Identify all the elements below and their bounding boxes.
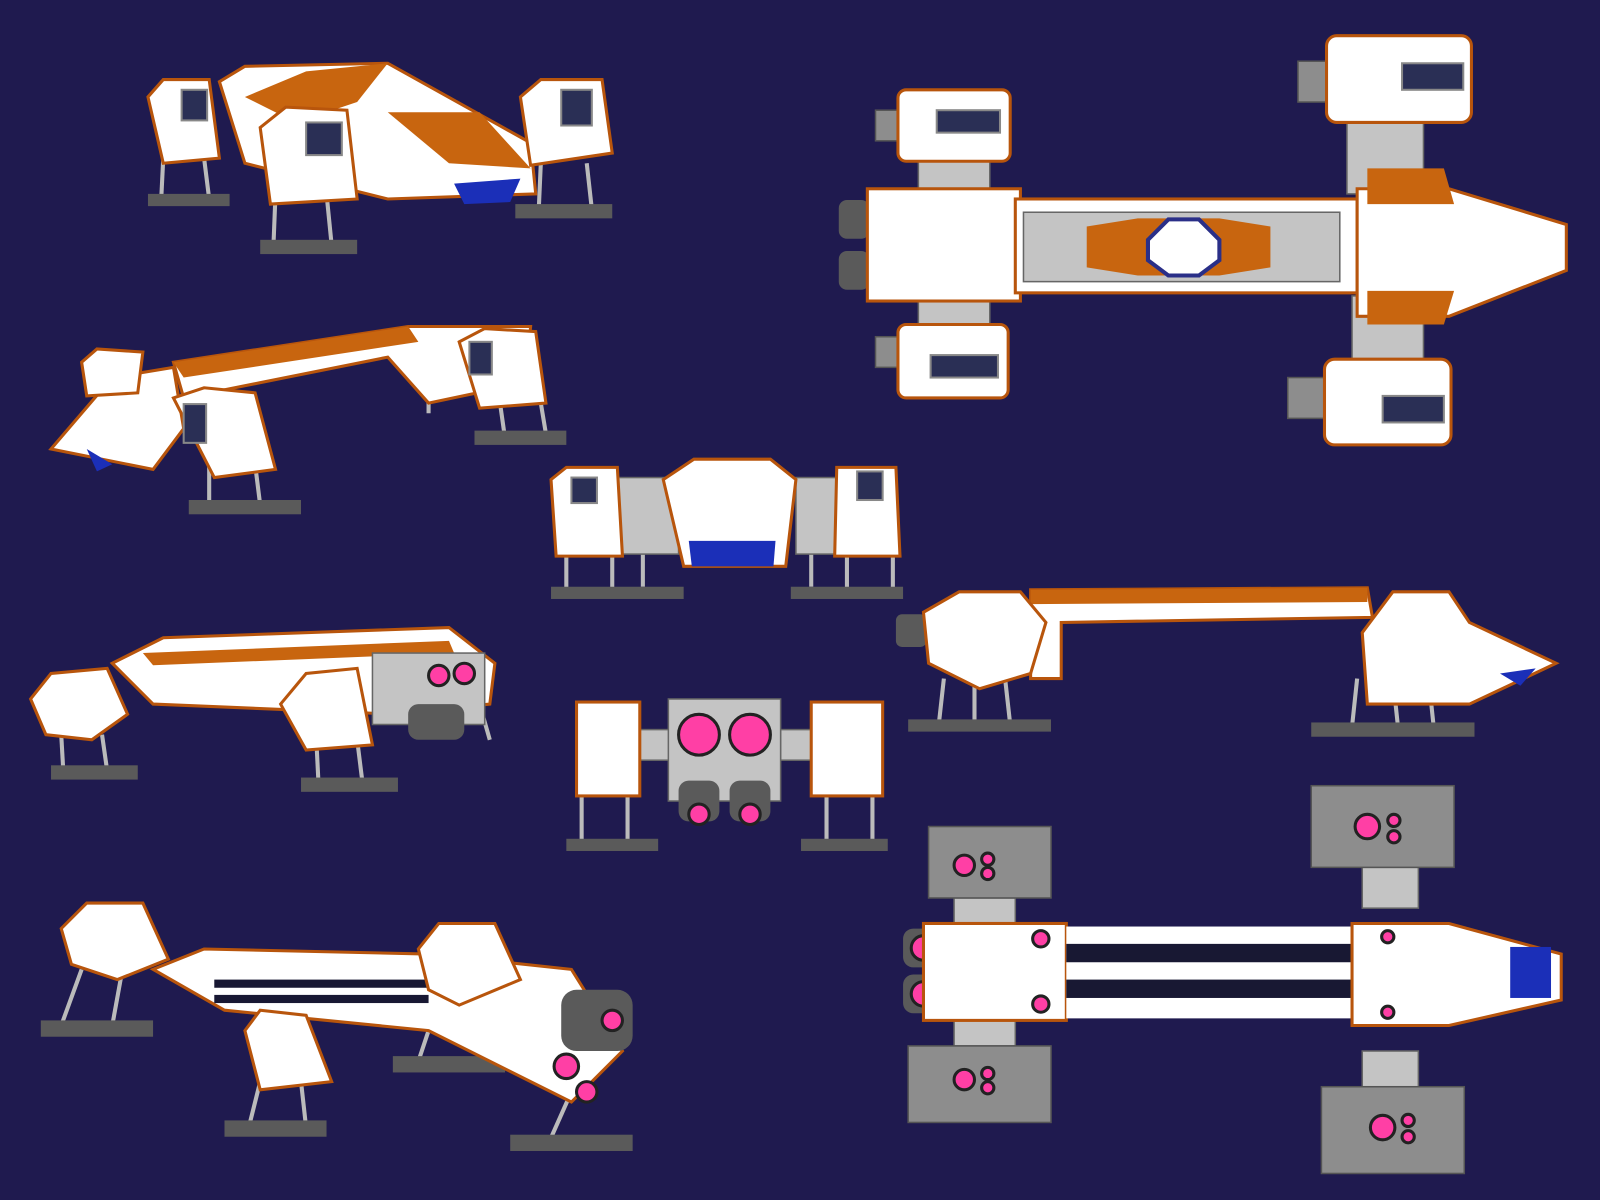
ship-perspective-rear — [28, 626, 497, 792]
ship-side-view — [895, 586, 1560, 737]
ship-perspective-front — [146, 61, 614, 255]
ship-perspective-low — [40, 901, 633, 1152]
ship-perspective-side — [48, 325, 567, 515]
ship-bottom-view — [903, 784, 1563, 1175]
engine-glow-icon — [952, 812, 1416, 1145]
ship-front-view — [549, 457, 904, 599]
ship-rear-view — [566, 698, 888, 852]
ship-top-view — [838, 34, 1568, 447]
